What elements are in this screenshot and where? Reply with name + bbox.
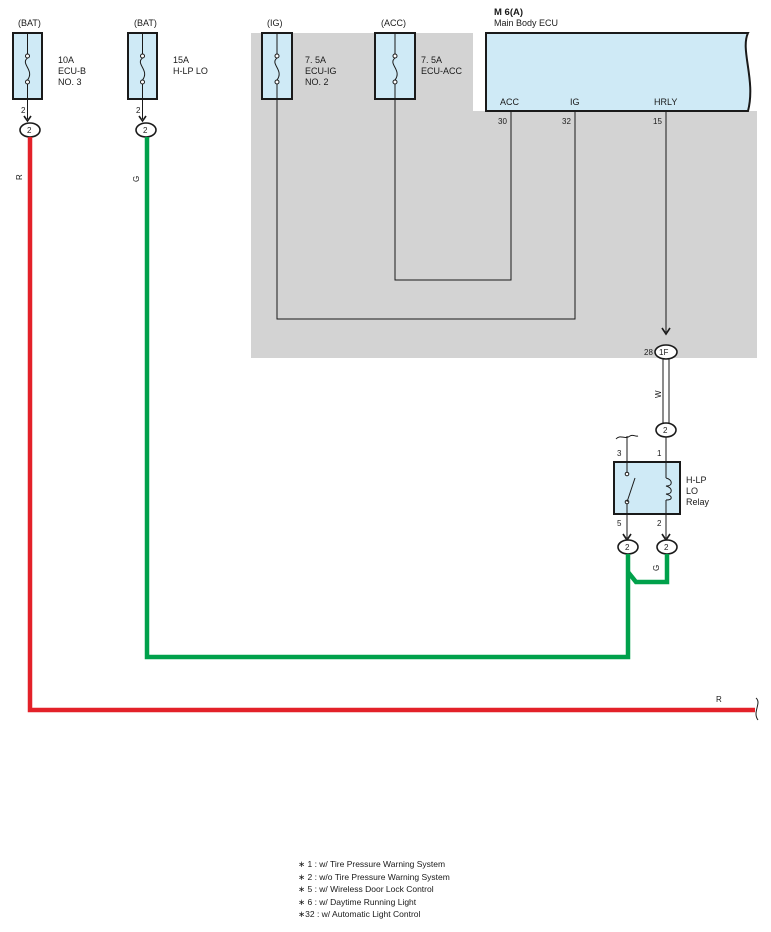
fuse-symbol-icon xyxy=(139,57,146,81)
fuse-ecu-acc: (ACC) 7. 5A ECU-ACC xyxy=(374,18,463,100)
wire-bottom-red-label: R xyxy=(716,695,722,704)
fuse-h-lp-lo-name: H-LP LO xyxy=(173,66,208,76)
main-body-ecu: M 6(A) Main Body ECU ACC IG HRLY 30 32 1… xyxy=(485,7,752,126)
footnote: ∗32 : w/ Automatic Light Control xyxy=(298,909,421,919)
footnote: ∗ 6 : w/ Daytime Running Light xyxy=(298,896,417,907)
wire-acc xyxy=(394,99,512,281)
wire-green-relay xyxy=(626,554,670,585)
relay-name-3: Relay xyxy=(686,497,710,507)
ecu-pin-acc-number: 30 xyxy=(498,117,507,126)
shaded-ecu-area xyxy=(251,33,757,358)
relay-pin-2: 2 xyxy=(657,519,662,528)
fuse-h-lp-lo-pin: 2 xyxy=(136,106,141,115)
fuse-h-lp-lo-connector: 2 xyxy=(143,126,148,135)
relay-name-2: LO xyxy=(686,486,698,496)
ecu-pin-ig-label: IG xyxy=(570,97,580,107)
fuse-ecu-b-source: (BAT) xyxy=(18,18,41,28)
wire-red-label: R xyxy=(15,174,24,180)
fuse-ecu-b-connector: 2 xyxy=(27,126,32,135)
relay-pin-3: 3 xyxy=(617,449,622,458)
fuse-symbol-icon xyxy=(24,57,31,81)
fuse-ecu-ig-source: (IG) xyxy=(267,18,283,28)
ecu-pin-hrly-number: 15 xyxy=(653,117,662,126)
fuse-ecu-b-name: ECU-B xyxy=(58,66,86,76)
fuse-ecu-b-name2: NO. 3 xyxy=(58,77,82,87)
h-lp-lo-relay: 3 1 H-LP LO Relay 5 2 2 2 xyxy=(613,434,710,555)
ecu-code: M 6(A) xyxy=(494,7,523,18)
ecu-pin-ig-number: 32 xyxy=(562,117,571,126)
fuse-ecu-acc-source: (ACC) xyxy=(381,18,406,28)
relay-coil-icon xyxy=(665,477,672,501)
ecu-pin-acc-label: ACC xyxy=(500,97,520,107)
fuse-symbol-icon xyxy=(392,57,398,81)
junction-pin: 28 xyxy=(644,348,653,357)
footnote: ∗ 2 : w/o Tire Pressure Warning System xyxy=(298,871,450,882)
wire-w-label: W xyxy=(654,390,663,398)
fuse-ecu-acc-name: ECU-ACC xyxy=(421,66,463,76)
relay-pin-1: 1 xyxy=(657,449,662,458)
junction-connector: 28 1F xyxy=(644,344,678,360)
fuse-ecu-acc-amp: 7. 5A xyxy=(421,55,442,65)
fuse-ecu-b-pin: 2 xyxy=(21,106,26,115)
fuse-h-lp-lo: (BAT) 15A H-LP LO 2 2 xyxy=(127,18,208,138)
relay-top-connector: 2 xyxy=(663,426,668,435)
wire-red xyxy=(27,137,755,713)
relay-bottom-right-connector: 2 xyxy=(664,543,669,552)
relay-bottom-left-connector: 2 xyxy=(625,543,630,552)
wire-relay-output-label: G xyxy=(652,565,661,571)
footnote: ∗ 5 : w/ Wireless Door Lock Control xyxy=(298,884,434,894)
ecu-name: Main Body ECU xyxy=(494,18,558,28)
fuse-h-lp-lo-amp: 15A xyxy=(173,55,189,65)
wire-green-label: G xyxy=(132,176,141,182)
fuse-ecu-ig-name: ECU-IG xyxy=(305,66,337,76)
footnote: ∗ 1 : w/ Tire Pressure Warning System xyxy=(298,859,446,869)
relay-pin-5: 5 xyxy=(617,519,622,528)
fuse-ecu-b-amp: 10A xyxy=(58,55,74,65)
wire-red-end-icon xyxy=(755,697,759,721)
fuse-h-lp-lo-source: (BAT) xyxy=(134,18,157,28)
footnotes: ∗ 1 : w/ Tire Pressure Warning System ∗ … xyxy=(298,858,450,921)
fuse-ecu-ig-amp: 7. 5A xyxy=(305,55,326,65)
wire-ig xyxy=(276,99,576,320)
ecu-pin-hrly-label: HRLY xyxy=(654,97,677,107)
relay-contact-icon xyxy=(615,434,639,440)
fuse-symbol-icon xyxy=(274,57,280,81)
wire-green xyxy=(144,137,631,660)
fuse-ecu-b: (BAT) 10A ECU-B NO. 3 2 2 xyxy=(12,18,86,138)
wire-w xyxy=(662,359,670,424)
junction-connector-label: 1F xyxy=(659,348,668,357)
fuse-ecu-ig-name2: NO. 2 xyxy=(305,77,329,87)
relay-name-1: H-LP xyxy=(686,475,707,485)
